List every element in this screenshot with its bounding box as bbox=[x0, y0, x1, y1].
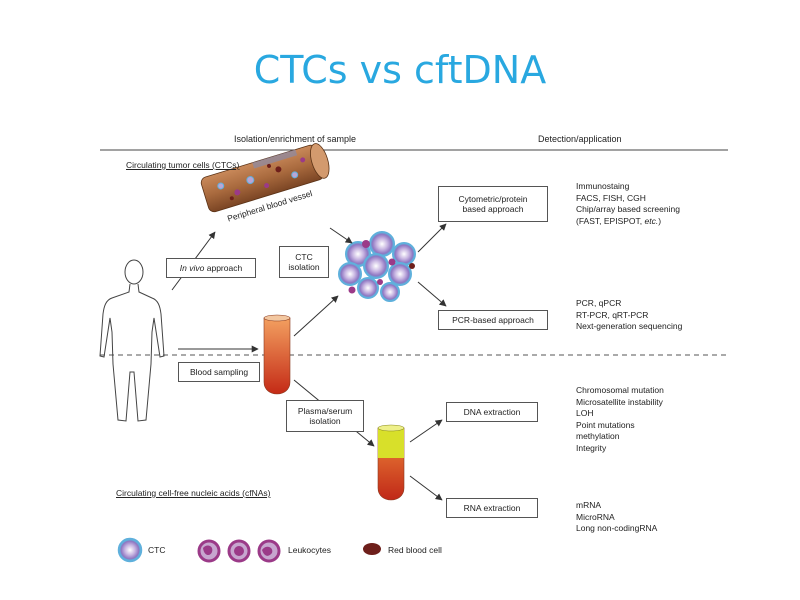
list-item-italic: etc. bbox=[644, 215, 659, 226]
ctc-cluster-image bbox=[338, 231, 416, 302]
rna-label: RNA extraction bbox=[463, 502, 521, 513]
list-item-suffix: ) bbox=[658, 215, 662, 226]
cytometric-applications-list: Immunostaing FACS, FISH, CGH Chip/array … bbox=[576, 181, 680, 227]
blood-vessel-image bbox=[200, 143, 330, 213]
legend-ctc-label: CTC bbox=[148, 545, 166, 555]
legend-leukocytes-label: Leukocytes bbox=[288, 545, 331, 555]
pcr-label: PCR-based approach bbox=[452, 314, 534, 325]
plasma-tube-image bbox=[377, 424, 405, 501]
cytometric-approach-box: Cytometric/protein based approach bbox=[438, 186, 548, 222]
list-item: Microsatellite instability bbox=[576, 396, 663, 407]
rna-extraction-box: RNA extraction bbox=[446, 498, 538, 518]
legend-rbc-label: Red blood cell bbox=[388, 545, 442, 555]
list-item: Chromosomal mutation bbox=[576, 385, 664, 395]
in-vivo-approach-box: In vivo approach bbox=[166, 258, 256, 278]
ctc-isolation-box: CTC isolation bbox=[279, 246, 329, 278]
dna-applications-list: Chromosomal mutation Microsatellite inst… bbox=[576, 385, 664, 455]
in-vivo-rest: approach bbox=[204, 262, 243, 273]
cytometric-line1: Cytometric/protein bbox=[458, 193, 528, 204]
list-item: Long non-codingRNA bbox=[576, 523, 658, 534]
rna-applications-list: mRNA MicroRNA Long non-codingRNA bbox=[576, 500, 657, 535]
list-item-prefix: (FAST, EPISPOT, bbox=[576, 215, 645, 226]
blood-tube-image bbox=[263, 314, 291, 395]
ctc-isolation-line2: isolation bbox=[288, 262, 320, 272]
header-detection: Detection/application bbox=[538, 134, 622, 144]
cytometric-line2: based approach bbox=[462, 204, 524, 214]
section-cfna-label: Circulating cell-free nucleic acids (cfN… bbox=[116, 488, 271, 498]
ctc-isolation-line1: CTC bbox=[295, 251, 313, 262]
pcr-approach-box: PCR-based approach bbox=[438, 310, 548, 330]
list-item: Point mutations bbox=[576, 419, 635, 430]
list-item: LOH bbox=[576, 408, 594, 419]
list-item: Next-generation sequencing bbox=[576, 321, 683, 332]
blood-sampling-box: Blood sampling bbox=[178, 362, 260, 382]
legend-ctc-icon bbox=[117, 537, 143, 563]
in-vivo-italic: In vivo bbox=[179, 262, 205, 273]
list-item: Integrity bbox=[576, 442, 607, 453]
slide-title: CTCs vs cftDNA bbox=[253, 48, 547, 92]
dna-extraction-box: DNA extraction bbox=[446, 402, 538, 422]
plasma-line2: isolation bbox=[309, 416, 341, 426]
list-item: FACS, FISH, CGH bbox=[576, 192, 646, 203]
list-item: PCR, qPCR bbox=[576, 298, 622, 308]
plasma-isolation-box: Plasma/serum isolation bbox=[286, 400, 364, 432]
list-item: (FAST, EPISPOT, etc.) bbox=[576, 216, 680, 228]
list-item: RT-PCR, qRT-PCR bbox=[576, 309, 649, 320]
human-figure-icon bbox=[99, 259, 165, 422]
list-item: Chip/array based screening bbox=[576, 204, 680, 215]
section-ctc-label: Circulating tumor cells (CTCs) bbox=[126, 160, 240, 170]
list-item: MicroRNA bbox=[576, 511, 615, 522]
plasma-line1: Plasma/serum bbox=[297, 405, 353, 416]
list-item: methylation bbox=[576, 431, 620, 442]
blood-sampling-label: Blood sampling bbox=[189, 366, 249, 377]
dna-label: DNA extraction bbox=[463, 406, 521, 417]
pcr-applications-list: PCR, qPCR RT-PCR, qRT-PCR Next-generatio… bbox=[576, 298, 682, 333]
header-isolation: Isolation/enrichment of sample bbox=[234, 134, 357, 144]
legend-icons bbox=[117, 537, 381, 563]
legend-rbc-icon bbox=[363, 543, 381, 555]
list-item: mRNA bbox=[576, 500, 602, 510]
list-item: Immunostaing bbox=[576, 181, 630, 191]
